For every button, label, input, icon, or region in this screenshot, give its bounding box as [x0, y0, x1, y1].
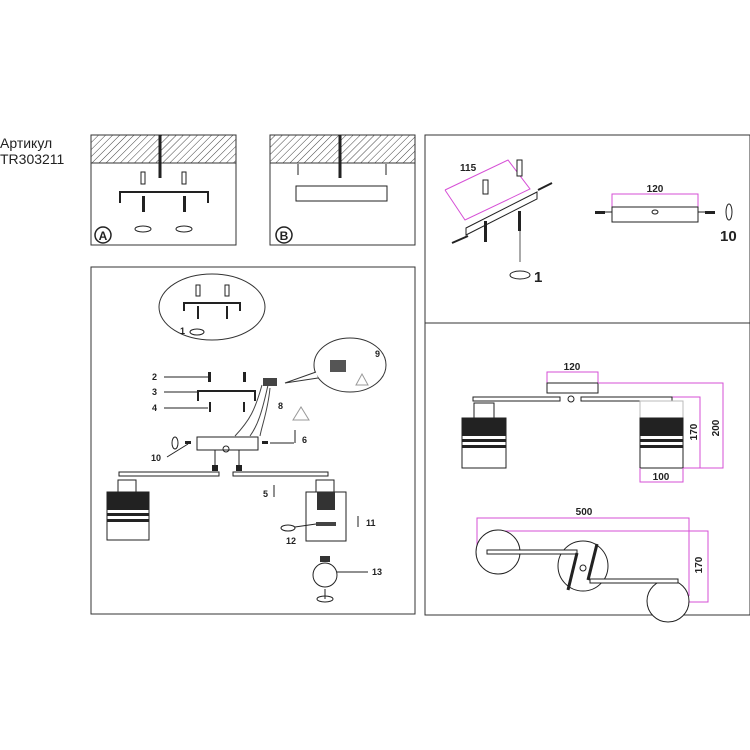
- article-code: TR303211: [0, 151, 65, 167]
- step-4-label: 4: [152, 403, 157, 413]
- total-depth-dimension: 170: [694, 556, 705, 573]
- step-11-label: 11: [366, 518, 376, 528]
- bracket-screw-label: 1: [534, 269, 542, 286]
- option-a-badge: [94, 226, 112, 244]
- exploded-assembly-panel: 1 2 3 4 5 6 8 9 10 11 12 13: [90, 266, 416, 615]
- total-length-dimension: 500: [576, 507, 593, 518]
- canopy-width-dimension: 120: [564, 362, 581, 373]
- shade-width-dimension: 100: [653, 472, 670, 483]
- step-6-label: 6: [302, 435, 307, 445]
- step-12-label: 12: [286, 536, 296, 546]
- dimensions-panel: 115 1 120 10 120 170 200 100: [424, 134, 750, 623]
- step-9-label: 9: [375, 349, 380, 359]
- option-a-label: A: [99, 229, 108, 243]
- plate-width-dimension: 120: [647, 184, 664, 195]
- mount-option-b-panel: B: [269, 134, 416, 246]
- plate-screw-label: 10: [720, 228, 737, 245]
- total-height-dimension: 200: [711, 419, 722, 436]
- option-b-label: B: [280, 229, 289, 243]
- bracket-width-dimension: 115: [460, 163, 477, 174]
- step-1-label: 1: [180, 326, 185, 336]
- mount-option-a-panel: A: [90, 134, 237, 246]
- article-label: Артикул: [0, 135, 53, 151]
- step-8-label: 8: [278, 401, 283, 411]
- step-13-label: 13: [372, 567, 382, 577]
- shade-height-dimension: 170: [689, 423, 700, 440]
- option-b-badge: [275, 226, 293, 244]
- step-10-label: 10: [151, 453, 161, 463]
- step-3-label: 3: [152, 387, 157, 397]
- article-number: Артикул TR303211: [0, 135, 64, 167]
- step-5-label: 5: [263, 489, 268, 499]
- step-2-label: 2: [152, 372, 157, 382]
